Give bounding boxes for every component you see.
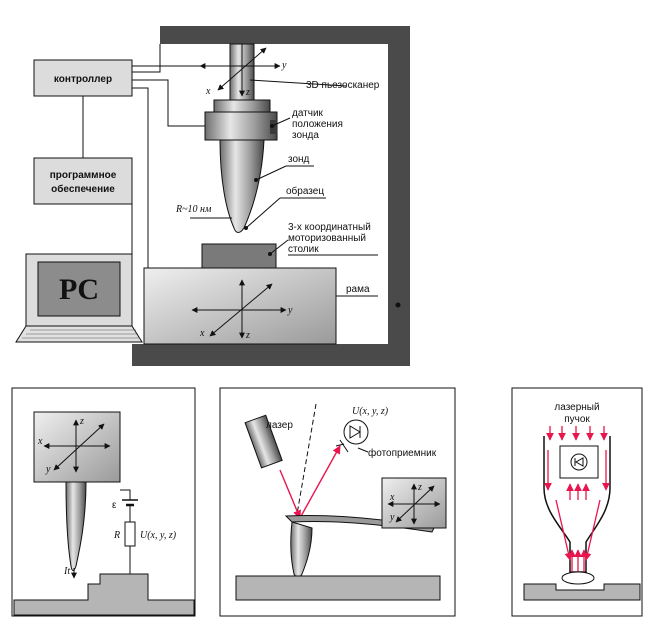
svg-text:столик: столик [288,244,319,255]
radius-label: R~10 нм [175,204,212,215]
svg-text:x: x [199,328,205,339]
svg-text:U(x, y, z): U(x, y, z) [352,406,389,417]
probe: R~10 нм [175,139,265,233]
controller-box: контроллер [33,59,133,97]
svg-text:положения: положения [292,119,343,130]
svg-text:x: x [37,436,43,447]
stage: y x z [143,267,337,345]
panel-left: x y z ε R U(x, y, z) It [11,387,196,617]
callouts: 3D пьезосканер датчик положения зонда зо… [244,79,380,297]
panel-right: лазерный пучок [511,387,643,617]
svg-text:зонда: зонда [292,130,319,141]
svg-text:фотоприемник: фотоприемник [368,447,437,459]
svg-text:y: y [45,464,51,475]
panel-middle: лазер U(x, y, z) фотоприемник x y z [219,387,456,617]
sample [201,243,277,269]
svg-text:лазер: лазер [266,420,293,431]
svg-text:y: y [281,60,287,71]
pc-label: PC [59,273,99,306]
svg-text:зонд: зонд [288,154,310,165]
scanner-label: 3D пьезосканер [306,80,380,91]
controller-label: контроллер [54,74,112,85]
svg-text:z: z [79,416,84,427]
laser-source [244,414,283,469]
piezo-scanner: y x z [199,43,287,101]
svg-text:z: z [417,482,422,493]
svg-text:x: x [205,86,211,97]
computer: PC [15,253,143,343]
svg-text:пучок: пучок [564,414,590,425]
svg-text:моторизованный: моторизованный [288,233,366,244]
svg-text:образец: образец [286,185,324,197]
svg-text:x: x [389,492,395,503]
svg-text:датчик: датчик [292,108,324,119]
position-sensor [204,99,278,141]
software-box: программное обеспечение [33,157,133,205]
svg-text:It: It [63,566,70,577]
svg-text:ε: ε [112,500,117,511]
svg-text:z: z [245,87,250,98]
svg-text:лазерный: лазерный [554,402,599,413]
svg-text:U(x, y, z): U(x, y, z) [140,530,177,541]
svg-text:3-х координатный: 3-х координатный [288,222,371,233]
svg-text:рама: рама [346,284,370,295]
software-label-2: обеспечение [51,183,115,195]
svg-text:z: z [245,330,250,341]
frame [132,26,410,366]
svg-text:y: y [287,305,293,316]
svg-text:y: y [389,512,395,523]
svg-text:R: R [113,530,120,541]
software-label-1: программное [50,170,117,181]
